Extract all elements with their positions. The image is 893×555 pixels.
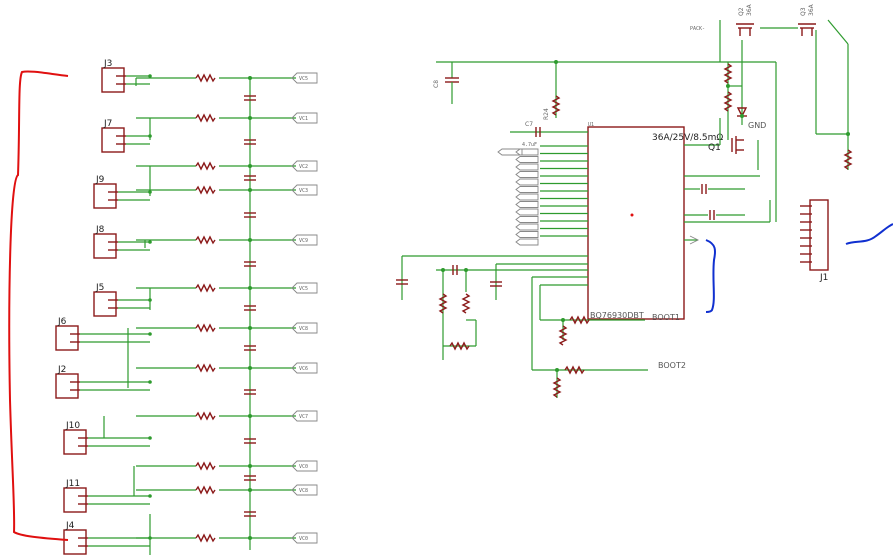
ic-ref-label: U1 <box>588 122 594 128</box>
connector-ref: J7 <box>103 119 112 129</box>
pack-minus-label: PACK- <box>690 26 705 32</box>
connector-j11: J11 <box>63 479 88 513</box>
connector-ref: J11 <box>65 479 80 489</box>
connector-j8: J8 <box>93 225 118 259</box>
net-label-tag: VC5 <box>291 282 318 294</box>
mosfet-q3: Q3 36A <box>798 3 816 36</box>
svg-text:36A: 36A <box>746 3 753 16</box>
net-label-text: VC8 <box>299 488 308 494</box>
net-label-tag: VC9 <box>291 234 318 246</box>
svg-text:J1: J1 <box>819 273 828 283</box>
net-label-tag: VC8 <box>291 484 318 496</box>
net-label-tag: VC5 <box>291 72 318 84</box>
ic-body <box>587 126 685 320</box>
net-label-text: VC0 <box>299 464 308 470</box>
connector-j4: J4 <box>63 521 88 555</box>
svg-text:R24: R24 <box>543 108 550 120</box>
connector-ref: J3 <box>103 59 112 69</box>
red-bracket-annotation <box>8 70 69 541</box>
net-label-text: VC8 <box>299 326 308 332</box>
net-label-text: VC6 <box>299 366 308 372</box>
net-label-text: VC2 <box>299 164 308 170</box>
connector-ref: J5 <box>95 283 104 293</box>
boot1-label: BOOT1 <box>652 313 680 322</box>
boot2-label: BOOT2 <box>658 361 686 370</box>
net-label-text: VC7 <box>299 414 308 420</box>
net-label-text: VC9 <box>299 238 308 244</box>
svg-text:Q3: Q3 <box>800 7 807 16</box>
gnd-label: GND <box>748 121 766 130</box>
connector-j5: J5 <box>93 283 118 317</box>
svg-text:C7: C7 <box>525 121 533 128</box>
svg-text:Q1: Q1 <box>708 143 721 153</box>
connector-j3: J3 <box>101 59 126 93</box>
ic-pins <box>540 145 588 237</box>
net-label-tag: VC7 <box>291 410 318 422</box>
net-label-text: VC5 <box>299 76 308 82</box>
net-label-text: VC1 <box>299 116 308 122</box>
net-label-tag: VC2 <box>291 160 318 172</box>
connector-j1: J1 <box>800 199 829 283</box>
connector-ref: J10 <box>65 421 80 431</box>
net-label-tag: VC0 <box>291 532 318 544</box>
connector-ref: J9 <box>95 175 105 185</box>
blue-bracket-annotation <box>705 239 716 313</box>
connector-ref: J2 <box>57 365 66 375</box>
connector-j9: J9 <box>93 175 118 209</box>
svg-text:4.7uF: 4.7uF <box>522 142 537 148</box>
net-label-text: VC3 <box>299 188 308 194</box>
connector-j7: J7 <box>101 119 126 153</box>
blue-arrow-annotation <box>845 223 893 245</box>
net-label-tag: VC3 <box>291 184 318 196</box>
svg-text:36A: 36A <box>808 3 815 16</box>
svg-text:C8: C8 <box>433 80 440 88</box>
ic-section: C8 R24 36A/25V/8.5mΩ BQ76930DBT U1 C7 4.… <box>396 3 853 398</box>
connector-ref: J4 <box>65 521 75 531</box>
net-label-text: VC0 <box>299 536 308 542</box>
ic-rating-label: 36A/25V/8.5mΩ <box>652 133 723 143</box>
svg-text:Q2: Q2 <box>738 7 745 16</box>
ic-part-label: BQ76930DBT <box>590 311 644 320</box>
net-label-tag: VC1 <box>291 112 318 124</box>
net-label-tag: VC8 <box>291 322 318 334</box>
ic-net-tags <box>497 148 539 246</box>
connector-ref: J6 <box>57 317 67 327</box>
connector-j2: J2 <box>55 365 80 399</box>
connector-j10: J10 <box>63 421 88 455</box>
mosfet-q2: Q2 36A PACK- <box>690 3 754 36</box>
net-label-tag: VC0 <box>291 460 318 472</box>
connector-j6: J6 <box>55 317 80 351</box>
connector-ref: J8 <box>95 225 105 235</box>
net-label-tag: VC6 <box>291 362 318 374</box>
mosfet-q1: Q1 <box>708 136 744 154</box>
net-label-text: VC5 <box>299 286 308 292</box>
